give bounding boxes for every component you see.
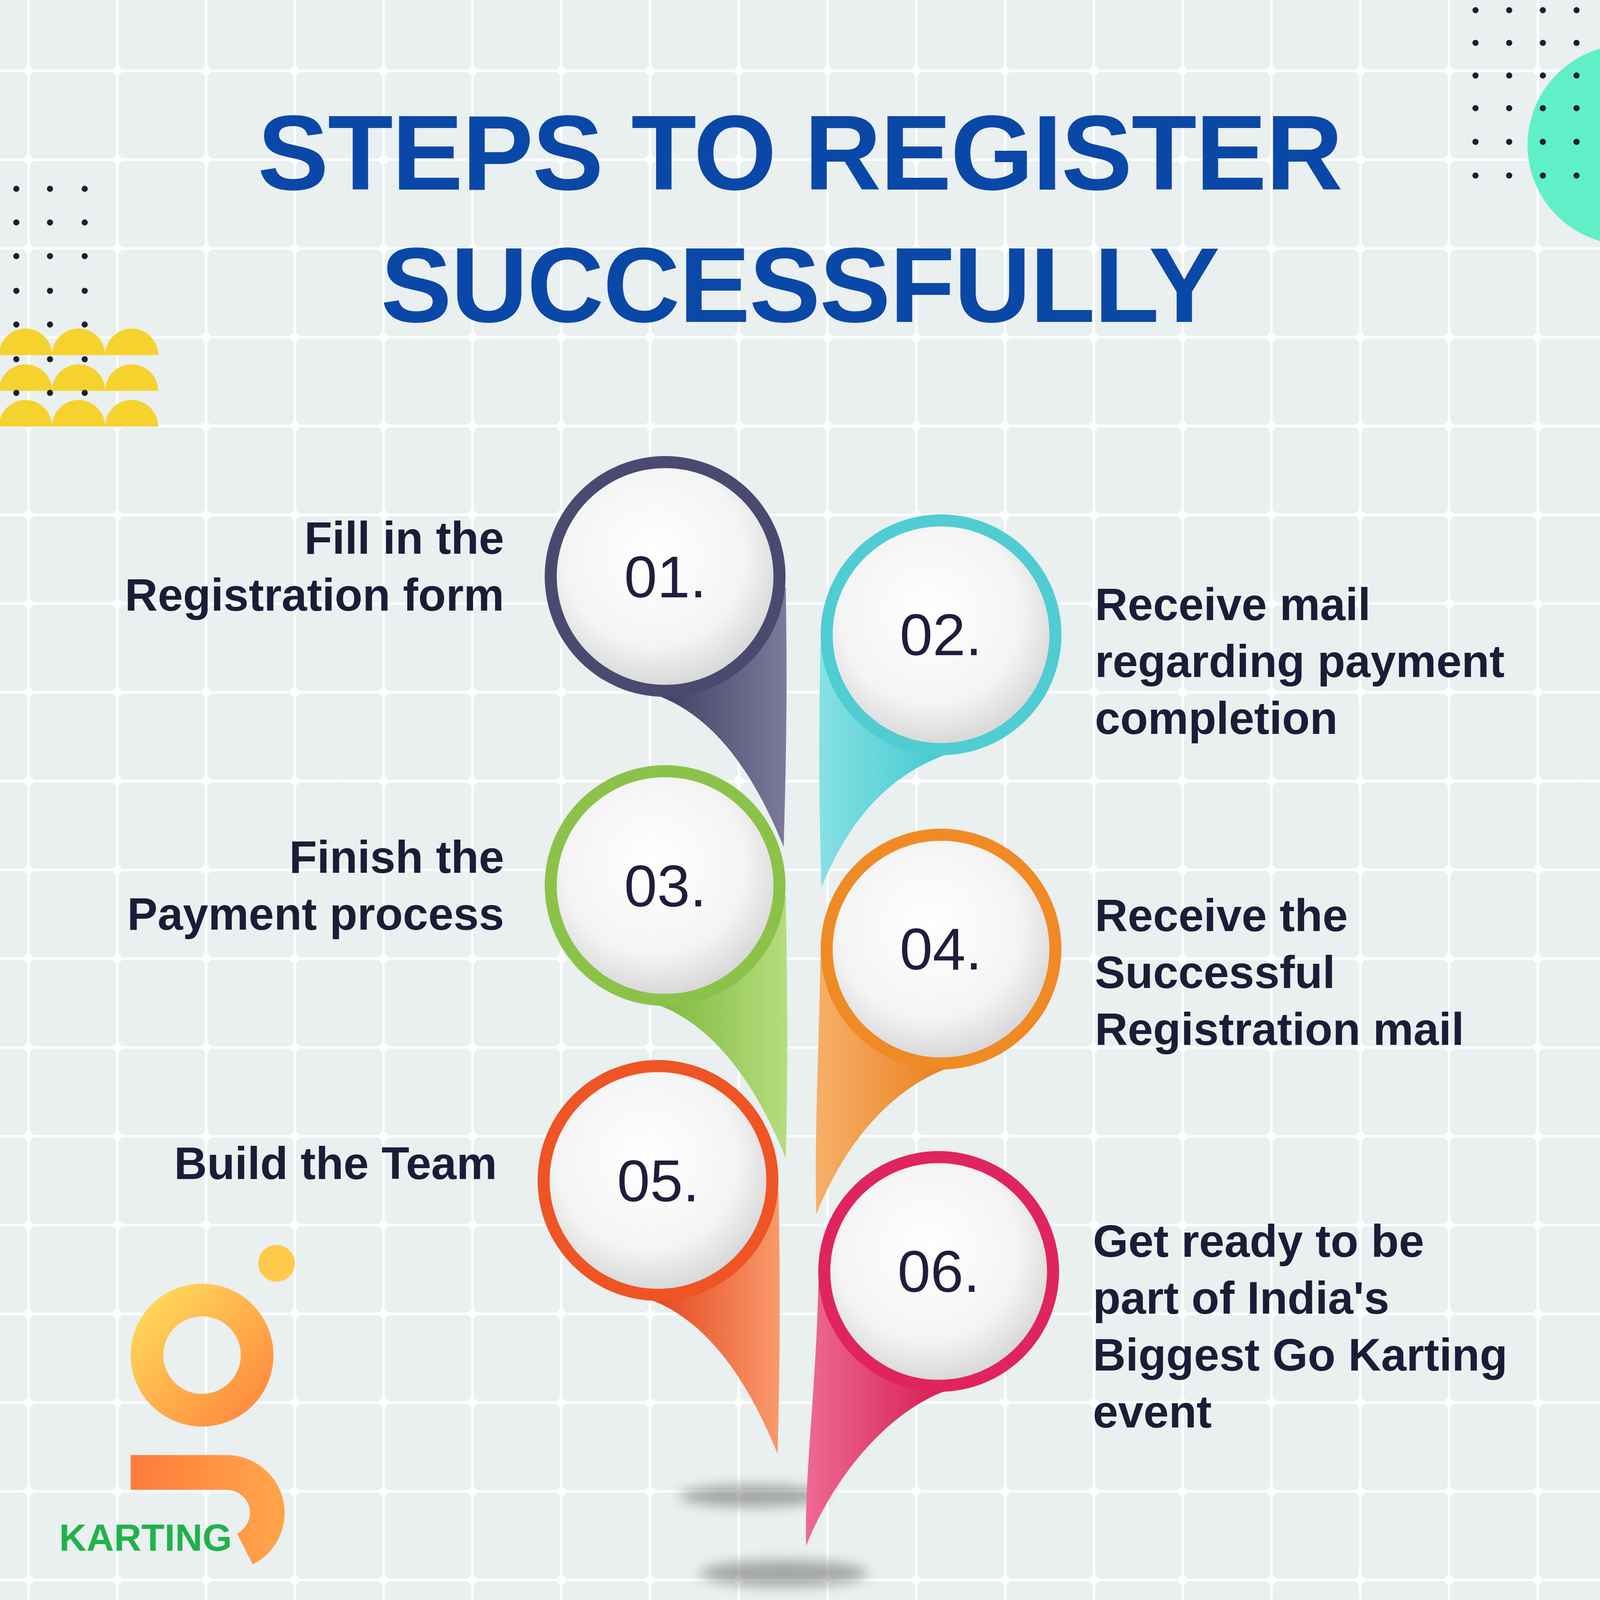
step-number: 01. [544,456,786,697]
step-pin: 03.Finish the Payment process [544,765,786,1006]
step-description: Build the Team [70,1134,497,1192]
step-number: 06. [818,1151,1060,1392]
step-pin: 01.Fill in the Registration form [544,456,786,697]
pin-ring [544,456,786,697]
step-number: 04. [820,828,1062,1070]
title: STEPS TO REGISTER SUCCESSFULLY [159,86,1440,352]
pin-ring [537,1060,779,1301]
pin-ring [820,514,1062,756]
step-pin: 04.Receive the Successful Registration m… [820,828,1062,1070]
step-description: Fill in the Registration form [77,509,504,624]
step-number: 03. [544,765,786,1006]
step-description: Finish the Payment process [105,828,504,943]
step-pin: 02.Receive mail regarding payment comple… [820,514,1062,756]
step-description: Get ready to be part of India's Biggest … [1092,1212,1515,1441]
step-number: 02. [820,514,1062,756]
pin-ring [820,828,1062,1070]
step-pin: 06.Get ready to be part of India's Bigge… [818,1151,1060,1392]
logo-wordmark: KARTING [59,1518,232,1557]
step-number: 05. [537,1060,779,1301]
pin-ring [818,1151,1060,1392]
step-description: Receive mail regarding payment completio… [1095,576,1546,747]
step-pin: 05.Build the Team [537,1060,779,1301]
step-description: Receive the Successful Registration mail [1095,886,1546,1058]
pin-ring [544,765,786,1006]
